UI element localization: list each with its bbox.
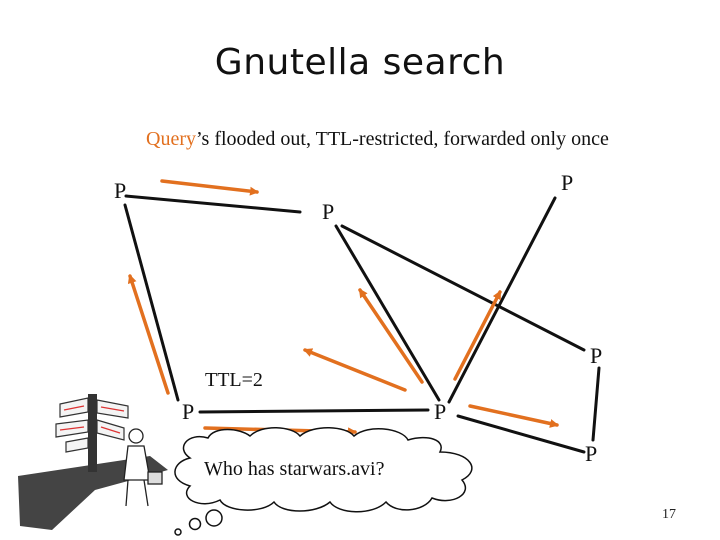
person-head (128, 428, 144, 444)
sign-arrow (59, 426, 85, 431)
edge-p2-p6 (447, 196, 557, 404)
query-arrow (453, 290, 502, 381)
peer-node: P (561, 170, 574, 195)
sign-arrow (100, 406, 125, 412)
sign-arrow (100, 426, 121, 434)
peer-node: P (590, 343, 603, 368)
peer-node: P (322, 199, 335, 224)
briefcase (147, 471, 163, 485)
query-arrow (303, 348, 407, 392)
person-legs (125, 479, 149, 507)
query-arrow (358, 288, 424, 384)
edge-p4-p7 (591, 366, 601, 442)
thought-dot (188, 517, 202, 531)
subtitle-rest: ’s flooded out, TTL-restricted, forwarde… (195, 128, 609, 150)
peer-node: P (114, 178, 127, 203)
edge-p1-p3 (124, 194, 302, 214)
slide-subtitle: Query’s flooded out, TTL-restricted, for… (146, 128, 609, 151)
query-word: Query (146, 128, 196, 150)
edge-p3-p6 (334, 224, 441, 402)
peer-node: P (585, 441, 598, 466)
person-body (123, 445, 151, 481)
peer-node: P (182, 399, 195, 424)
thought-dot (174, 528, 182, 536)
query-arrow (160, 179, 259, 196)
query-bubble-text: Who has starwars.avi? (204, 458, 385, 480)
network-edges (123, 194, 601, 454)
signpost-pole (88, 394, 97, 472)
thought-bubble (174, 427, 473, 536)
query-arrows (127, 179, 559, 437)
peer-node: P (434, 399, 447, 424)
sign-board (65, 437, 89, 453)
edge-p5-p6 (198, 408, 430, 414)
edge-p3-p4 (340, 224, 586, 352)
slide-title: Gnutella search (214, 42, 506, 83)
person-at-signpost-icon (18, 394, 168, 530)
page-number: 17 (662, 507, 676, 522)
ttl-label: TTL=2 (205, 369, 263, 391)
edge-p6-p7 (456, 414, 586, 454)
query-arrow (127, 274, 170, 395)
cloud-shape (174, 427, 473, 513)
edge-p1-p5 (123, 203, 180, 402)
query-arrow (468, 404, 559, 428)
sign-arrow (63, 405, 85, 411)
thought-dot (205, 509, 223, 527)
